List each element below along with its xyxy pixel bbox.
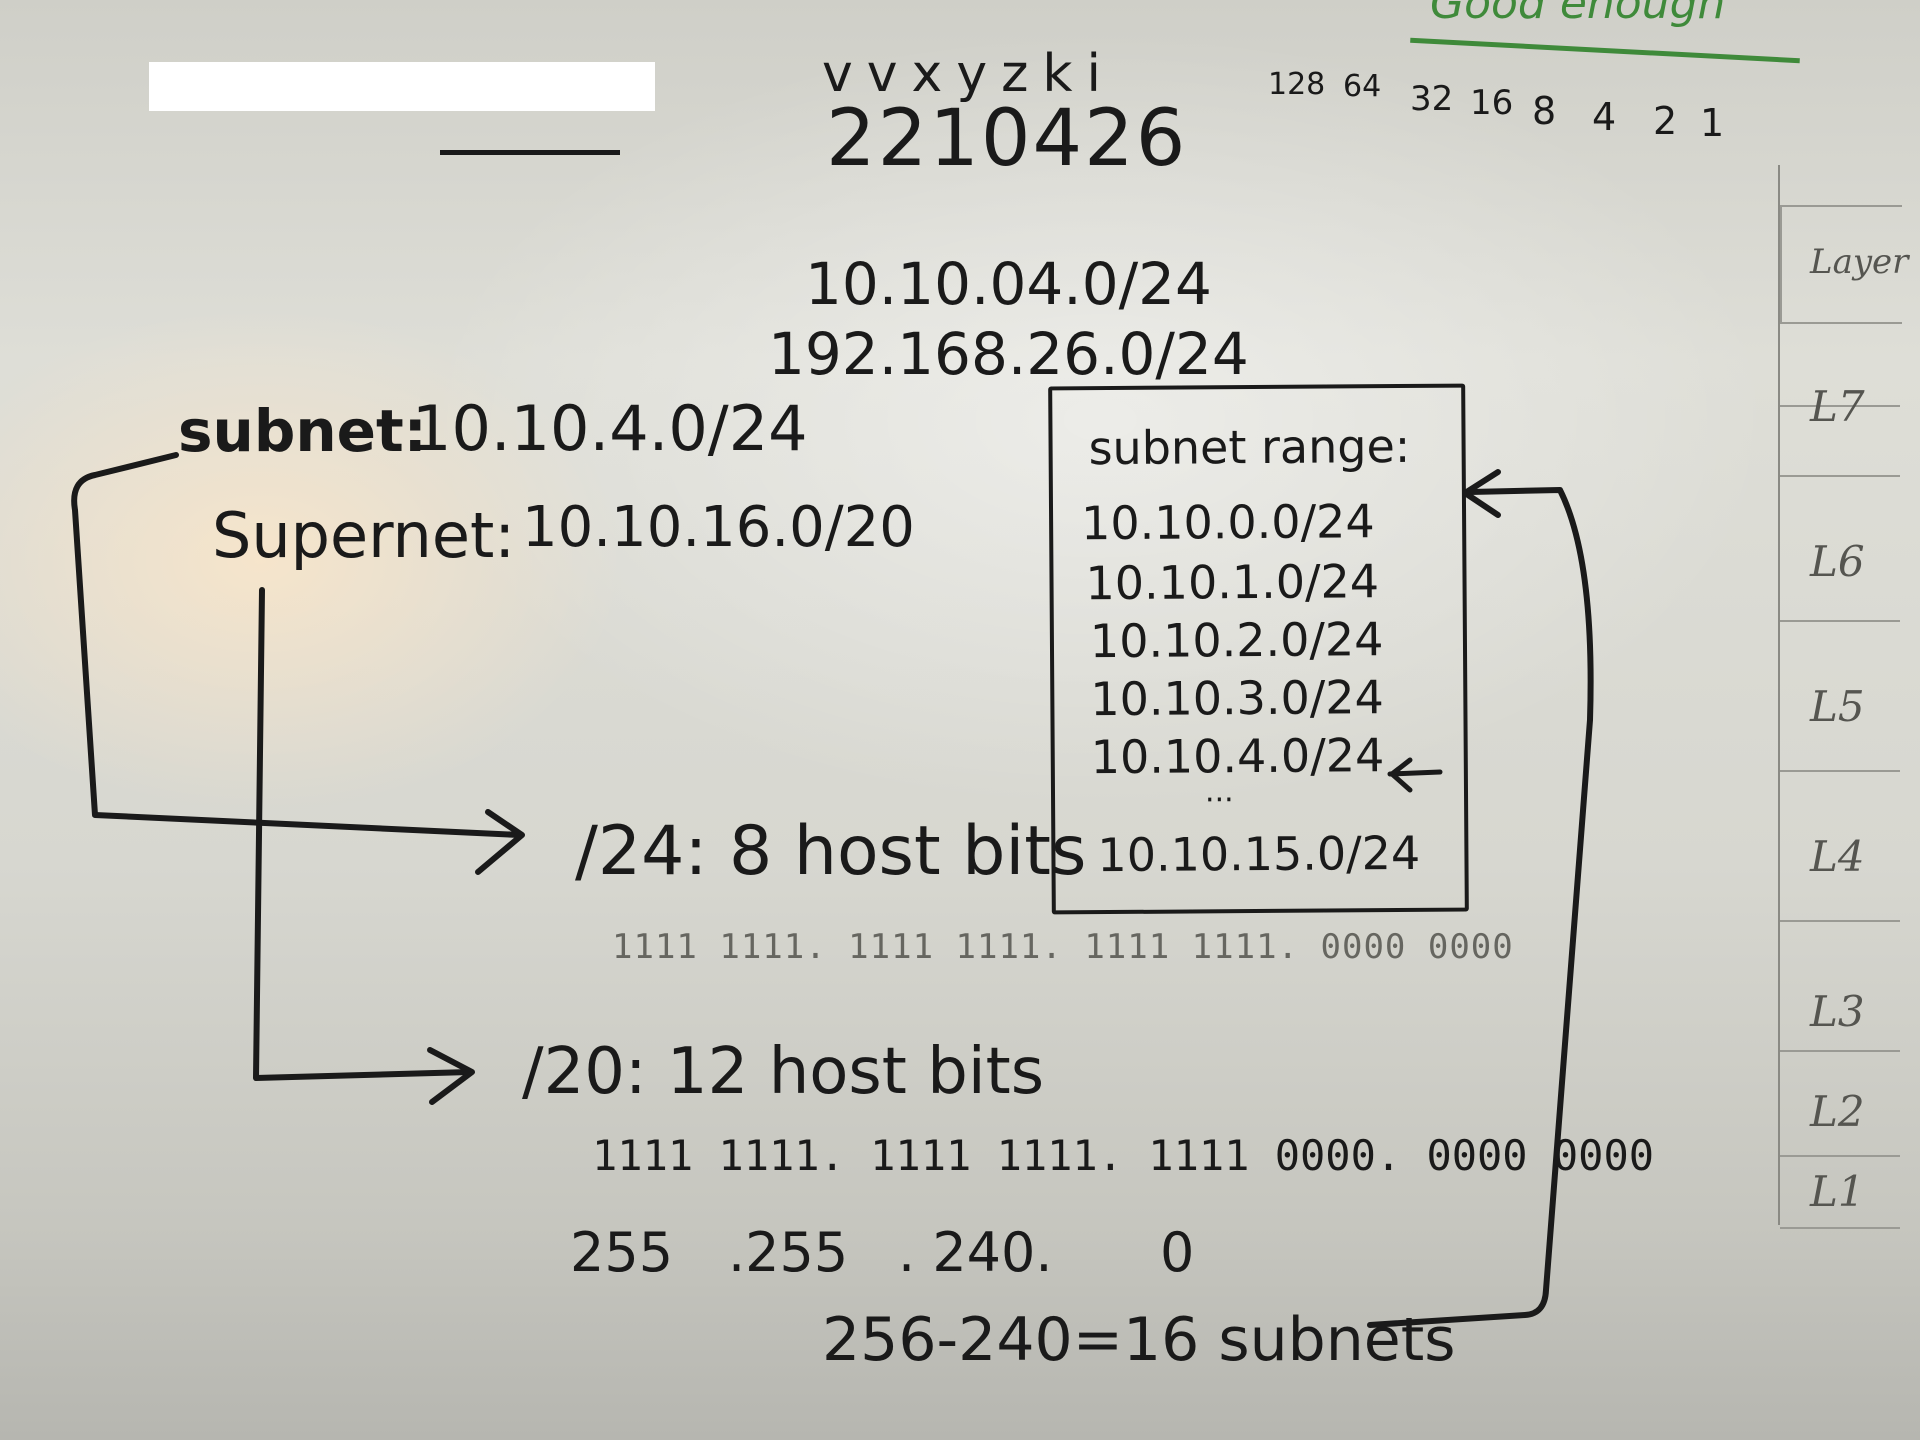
supernet-label: Supernet: <box>212 499 516 572</box>
layer-label: L5 <box>1810 682 1865 731</box>
count-arrowhead <box>1462 469 1501 518</box>
layer-header: Layer <box>1810 242 1909 282</box>
supernet-arrow <box>253 587 473 1081</box>
marker-arrowhead <box>1389 757 1413 793</box>
subnet-count-calc: 256-240=16 subnets <box>822 1305 1456 1375</box>
layer-header-cell: Layer <box>1780 205 1908 324</box>
mask-octet: .255 <box>728 1221 849 1284</box>
power-value: 4 <box>1592 95 1617 139</box>
layer-label: L1 <box>1810 1167 1865 1216</box>
power-value: 2 <box>1653 99 1678 143</box>
green-note: Good enough <box>1430 0 1726 29</box>
prefix-24-label: /24: 8 host bits <box>575 812 1087 891</box>
layer-cell: L5 <box>1780 620 1900 772</box>
layer-cell: L4 <box>1780 770 1900 922</box>
layer-cell: L3 <box>1780 920 1900 1072</box>
mask-octet: . 240. <box>898 1221 1053 1284</box>
supernet-value: 10.10.16.0/20 <box>522 495 915 560</box>
layer-cell: L1 <box>1780 1155 1900 1229</box>
prefix-24-bits: 1111 1111. 1111 1111. 1111 1111. 0000 00… <box>612 927 1514 967</box>
mask-octet: 255 <box>570 1221 674 1284</box>
layer-cell: L6 <box>1780 475 1900 627</box>
underline-stroke <box>440 150 620 155</box>
layer-cell: L2 <box>1780 1050 1900 1162</box>
power-value: 64 <box>1343 69 1382 104</box>
power-value: 128 <box>1268 67 1326 102</box>
power-value: 16 <box>1470 83 1514 123</box>
subnet-arrowhead <box>475 809 525 875</box>
subnet-arrow <box>71 452 523 838</box>
layer-cell: L7 <box>1780 382 1900 557</box>
supernet-arrowhead <box>427 1047 475 1105</box>
layer-label: L7 <box>1810 382 1865 431</box>
date-digits: 2210426 <box>826 94 1188 184</box>
osi-layer-column: Layer L7 L6 L5 L4 L3 L2 L1 <box>1778 165 1920 1229</box>
address-line-1: 10.10.04.0/24 <box>805 250 1212 318</box>
power-value: 32 <box>1410 79 1454 119</box>
layer-label: L3 <box>1810 987 1865 1036</box>
prefix-20-bits: 1111 1111. 1111 1111. 1111 0000. 0000 00… <box>592 1131 1655 1180</box>
subnet-label: subnet: <box>178 397 427 465</box>
mask-octet: 0 <box>1160 1221 1195 1284</box>
layer-label: L2 <box>1810 1087 1865 1136</box>
power-value: 1 <box>1700 101 1725 145</box>
redacted-title-block <box>149 62 655 111</box>
layer-label: L6 <box>1810 537 1865 586</box>
bit-pattern-letters: vvxyzki <box>822 44 1115 104</box>
count-to-range-arrow <box>1367 487 1594 1328</box>
subnet-value: 10.10.4.0/24 <box>412 392 808 465</box>
layer-label: L4 <box>1810 832 1865 881</box>
marker-arrow <box>1387 769 1443 777</box>
power-value: 8 <box>1532 89 1557 133</box>
prefix-20-label: /20: 12 host bits <box>522 1035 1045 1109</box>
address-line-2: 192.168.26.0/24 <box>768 320 1249 388</box>
